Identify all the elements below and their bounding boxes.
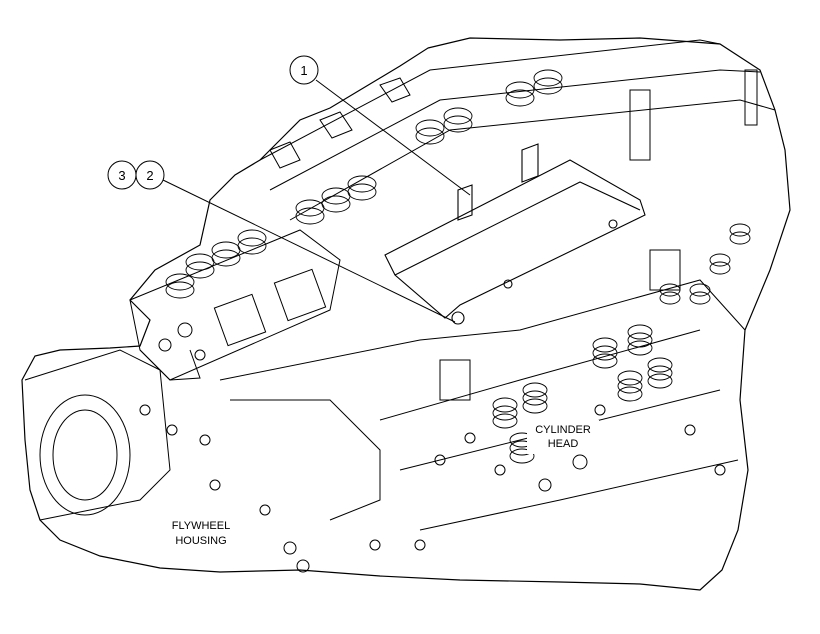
cylinder-head-upper bbox=[259, 39, 776, 221]
callout-2: 2 bbox=[135, 160, 165, 190]
cover-plate bbox=[384, 143, 646, 325]
leader-line-1 bbox=[315, 79, 471, 196]
callout-2-number: 2 bbox=[146, 168, 153, 183]
cylinder-head-label-line1: CYLINDER bbox=[535, 424, 591, 436]
callout-1-circle bbox=[289, 55, 319, 85]
callout-1: 1 bbox=[289, 55, 319, 85]
callout-2-circle bbox=[135, 160, 165, 190]
valve-springs-upper bbox=[165, 69, 563, 299]
leader-line-2 bbox=[162, 179, 456, 323]
cylinder-head-label-line2: HEAD bbox=[548, 438, 579, 450]
callout-1-number: 1 bbox=[300, 63, 307, 78]
drawing-boundary bbox=[21, 37, 791, 591]
flywheel-housing-drawing bbox=[24, 349, 381, 573]
cylinder-head-front bbox=[129, 229, 341, 381]
flywheel-housing-label-line1: FLYWHEEL bbox=[172, 520, 230, 532]
flywheel-housing-label-line2: HOUSING bbox=[175, 535, 226, 547]
callout-3: 3 bbox=[107, 160, 137, 190]
callout-3-number: 3 bbox=[118, 168, 125, 183]
